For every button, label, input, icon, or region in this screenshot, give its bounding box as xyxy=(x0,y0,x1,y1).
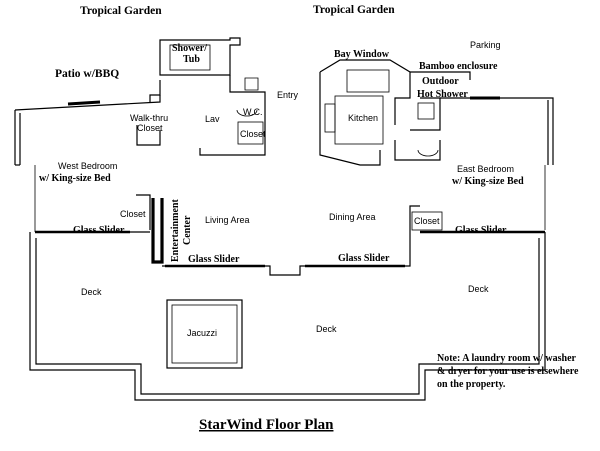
closet-left-label: Closet xyxy=(120,209,146,219)
patio-label: Patio w/BBQ xyxy=(55,68,119,80)
glass-slider-e-label: Glass Slider xyxy=(455,225,507,236)
deck-center-label: Deck xyxy=(316,324,337,334)
walkthru-label-1: Walk-thru xyxy=(130,113,168,123)
outdoor-label-1: Outdoor xyxy=(422,76,459,87)
jacuzzi-outer xyxy=(166,299,243,369)
deck-inner-outline xyxy=(35,238,540,395)
east-bedroom-label-1: East Bedroom xyxy=(457,164,514,174)
closet-bath-label: Closet xyxy=(240,129,266,139)
entertainment-label-2: Center xyxy=(182,215,193,245)
bay-window-label: Bay Window xyxy=(334,49,390,60)
east-bedroom-label-2: w/ King-size Bed xyxy=(452,176,524,187)
jacuzzi-label: Jacuzzi xyxy=(187,328,217,338)
wc-fixture xyxy=(244,77,259,91)
outdoor-sink xyxy=(417,149,439,157)
tropical-garden-right-label: Tropical Garden xyxy=(313,4,395,16)
west-top-window xyxy=(67,100,101,106)
entry-label: Entry xyxy=(277,90,299,100)
note-line-3: on the property. xyxy=(437,379,506,390)
walkthru-label-2: Closet xyxy=(137,123,163,133)
outdoor-shower-fixture xyxy=(417,102,435,120)
closet-right-box xyxy=(411,211,443,231)
shower-tub-label-2: Tub xyxy=(183,54,200,65)
bamboo-label: Bamboo enclosure xyxy=(419,61,498,72)
note-line-2: & dryer for your use is elsewhere xyxy=(437,366,579,377)
outdoor-label-2: Hot Shower xyxy=(417,89,468,100)
bay-window-counter xyxy=(346,69,390,93)
dining-area-label: Dining Area xyxy=(329,212,376,222)
closet-bath xyxy=(237,121,264,145)
west-bedroom-label-1: West Bedroom xyxy=(58,161,117,171)
shower-tub xyxy=(169,44,211,71)
plan-title: StarWind Floor Plan xyxy=(199,417,334,433)
closet-right-label: Closet xyxy=(414,216,440,226)
tropical-garden-left-label: Tropical Garden xyxy=(80,5,162,17)
kitchen-label: Kitchen xyxy=(348,113,378,123)
glass-slider-l-label: Glass Slider xyxy=(188,254,240,265)
jacuzzi-inner xyxy=(171,304,238,364)
entertainment-label-1: Entertainment xyxy=(170,199,181,262)
west-bedroom-label-2: w/ King-size Bed xyxy=(39,173,111,184)
stove xyxy=(324,103,336,133)
wc-label: W.C. xyxy=(243,107,263,117)
living-area-label: Living Area xyxy=(205,215,250,225)
shower-tub-label-1: Shower/ xyxy=(172,43,207,54)
glass-slider-w-label: Glass Slider xyxy=(73,225,125,236)
house-walls xyxy=(14,37,554,276)
note-line-1: Note: A laundry room w/ washer xyxy=(437,353,577,364)
glass-slider-r-label: Glass Slider xyxy=(338,253,390,264)
deck-outline xyxy=(29,232,546,401)
lav-label: Lav xyxy=(205,114,220,124)
deck-right-label: Deck xyxy=(468,284,489,294)
lav-sink xyxy=(236,109,258,117)
deck-left-label: Deck xyxy=(81,287,102,297)
parking-label: Parking xyxy=(470,40,501,50)
